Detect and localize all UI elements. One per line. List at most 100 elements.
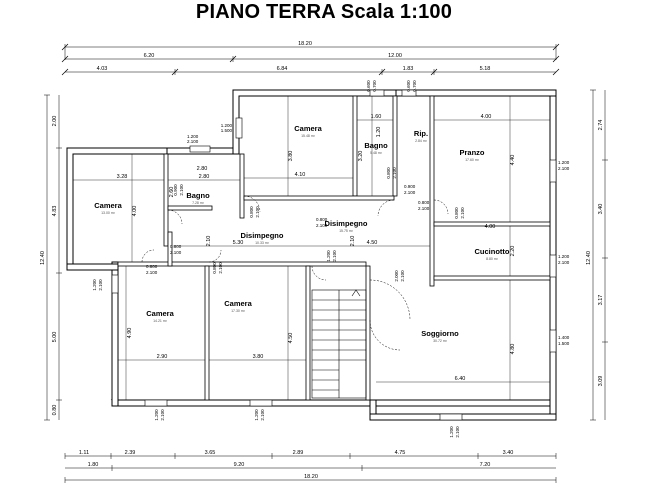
sill-cam3-a: 1.200 (154, 409, 159, 421)
idim-camera1-h: 4.00 (132, 206, 138, 217)
room-camera-2: Camera (294, 124, 322, 133)
dim-left-l4: 0.80 (52, 405, 58, 416)
windows (111, 89, 557, 421)
sill-sogg-b-a: 1.200 (449, 426, 454, 438)
sill-door-pranzo-b: 2.100 (418, 206, 430, 211)
dim-left-l2: 4.83 (52, 206, 58, 217)
dim-bottom-total: 18.20 (304, 474, 318, 480)
sill-door-dis1b-a: 0.800 (170, 244, 182, 249)
dim-right-r4: 3.09 (598, 376, 604, 387)
room-cucinotto-area: 8.80 m² (486, 257, 499, 261)
room-bagno-2: Bagno (364, 141, 388, 150)
sill-door-pranzo-a: 0.800 (418, 200, 430, 205)
idim-camera3-h: 4.90 (127, 328, 133, 339)
dimension-texts: 18.20 6.20 12.00 4.03 6.84 1.83 5.18 1.1… (40, 41, 604, 480)
room-disimpegno-1: Disimpegno (241, 231, 284, 240)
room-soggiorno-area: 30.72 m² (433, 339, 448, 343)
idim-soggiorno-w: 6.40 (455, 376, 466, 382)
dim-top-d2: 12.00 (388, 53, 402, 59)
sill-cam2-a: 1.200 (221, 123, 233, 128)
sill-door-cam3-b: 2.100 (146, 270, 158, 275)
room-camera-3-area: 14.21 m² (153, 319, 168, 323)
idim-bagno2-w: 1.60 (371, 114, 382, 120)
room-camera-4: Camera (224, 299, 252, 308)
plan-title: PIANO TERRA Scala 1:100 (195, 1, 453, 23)
dim-top-s4: 5.18 (480, 66, 491, 72)
sill-top-rip-a: 0.600 (406, 80, 411, 92)
sill-door-dis1b-b: 2.100 (170, 250, 182, 255)
sill-door-bagno1-a: 0.900 (173, 184, 178, 196)
dim-bottom-b3: 3.65 (205, 450, 216, 456)
room-bagno-2-area: 5.48 m² (370, 151, 383, 155)
idim-bagno1-w2: 2.80 (197, 166, 208, 172)
idim-camera1-w: 3.28 (117, 174, 128, 180)
sill-door-bagno1-b: 2.100 (179, 184, 184, 196)
idim-soggiorno-h: 4.80 (510, 344, 516, 355)
idim-pranzo-w: 4.00 (481, 114, 492, 120)
dim-right-total: 12.40 (586, 251, 592, 265)
sill-top-rip-b: 0.700 (412, 80, 417, 92)
dim-bottom-b6: 3.40 (503, 450, 514, 456)
idim-cucinotto-w: 4.00 (485, 224, 496, 230)
sill-cam3-b: 2.100 (160, 409, 165, 421)
dim-bottom-b4: 2.89 (293, 450, 304, 456)
sill-pranzo-b: 2.100 (558, 166, 570, 171)
sill-door-rip-a: 0.900 (404, 184, 416, 189)
sill-door-pranzo2-a: 0.800 (454, 207, 459, 219)
dim-left-l3: 5.00 (52, 332, 58, 343)
sill-door-dis2-a: 0.800 (316, 217, 328, 222)
idim-cucinotto-h: 2.20 (510, 246, 516, 257)
idim-dis2-w: 4.50 (367, 240, 378, 246)
sill-door-cam4-b: 2.100 (218, 262, 223, 274)
sill-door-rip-b: 2.100 (404, 190, 416, 195)
sill-door-dis1a-a: 0.800 (249, 206, 254, 218)
idim-camera3-w: 2.90 (157, 354, 168, 360)
sill-door-dis1a-b: 2.100 (255, 206, 260, 218)
sill-sogg-b-b: 2.100 (455, 426, 460, 438)
sill-door-pranzo2-b: 2.100 (460, 207, 465, 219)
idim-camera2-w: 4.10 (295, 172, 306, 178)
dim-bottom-b5: 4.75 (395, 450, 406, 456)
sill-cam1-a: 1.200 (92, 279, 97, 291)
dim-top-s1: 4.03 (97, 66, 108, 72)
room-camera-4-area: 17.30 m² (231, 309, 246, 313)
sill-bagno1-a: 1.200 (187, 134, 199, 139)
sill-door-bagno2-a: 0.800 (386, 167, 391, 179)
room-disimpegno-2-area: 15.75 m² (339, 229, 354, 233)
sill-pranzo-a: 1.200 (558, 160, 570, 165)
idim-dis1-h: 2.10 (206, 236, 212, 247)
dim-top-total: 18.20 (298, 41, 312, 47)
sill-door-bagno2-b: 2.100 (392, 167, 397, 179)
sill-cam2-b: 1.500 (221, 128, 233, 133)
sill-bagno1-b: 2.100 (187, 139, 199, 144)
room-camera-1-area: 13.00 m² (101, 211, 116, 215)
idim-camera4-h: 4.50 (288, 333, 294, 344)
room-pranzo: Pranzo (459, 148, 484, 157)
room-labels: Camera 13.00 m² Bagno 7.28 m² Camera 15.… (94, 124, 510, 343)
room-camera-1: Camera (94, 201, 122, 210)
room-camera-3: Camera (146, 309, 174, 318)
sill-cam4-a: 1.200 (254, 409, 259, 421)
idim-bagno2-h: 3.20 (358, 151, 364, 162)
dim-top-s2: 6.84 (277, 66, 288, 72)
sill-door-sogg-b: 2.100 (400, 270, 405, 282)
room-disimpegno-2: Disimpegno (325, 219, 368, 228)
sill-labels: 1.200 1.500 1.200 2.100 0.600 0.700 0.60… (92, 80, 570, 438)
sill-door-cam4-a: 0.800 (212, 262, 217, 274)
dim-bottom-c1: 1.80 (88, 462, 99, 468)
staircase (311, 289, 367, 399)
idim-pranzo-h: 4.40 (510, 155, 516, 166)
sill-door-stair-a: 1.200 (326, 250, 331, 262)
sill-top-mid-b: 0.700 (372, 80, 377, 92)
room-pranzo-area: 17.60 m² (465, 158, 480, 162)
sill-door-sogg-a: 2.000 (394, 270, 399, 282)
idim-camera2-h: 3.80 (288, 151, 294, 162)
idim-rip-w: 1.20 (376, 127, 382, 138)
idim-dis2-h: 2.10 (350, 236, 356, 247)
sill-door-stair-b: 2.100 (332, 250, 337, 262)
idim-dis1-w: 5.30 (233, 240, 244, 246)
room-soggiorno: Soggiorno (421, 329, 459, 338)
dim-right-r1: 2.74 (598, 120, 604, 131)
room-cucinotto: Cucinotto (475, 247, 510, 256)
